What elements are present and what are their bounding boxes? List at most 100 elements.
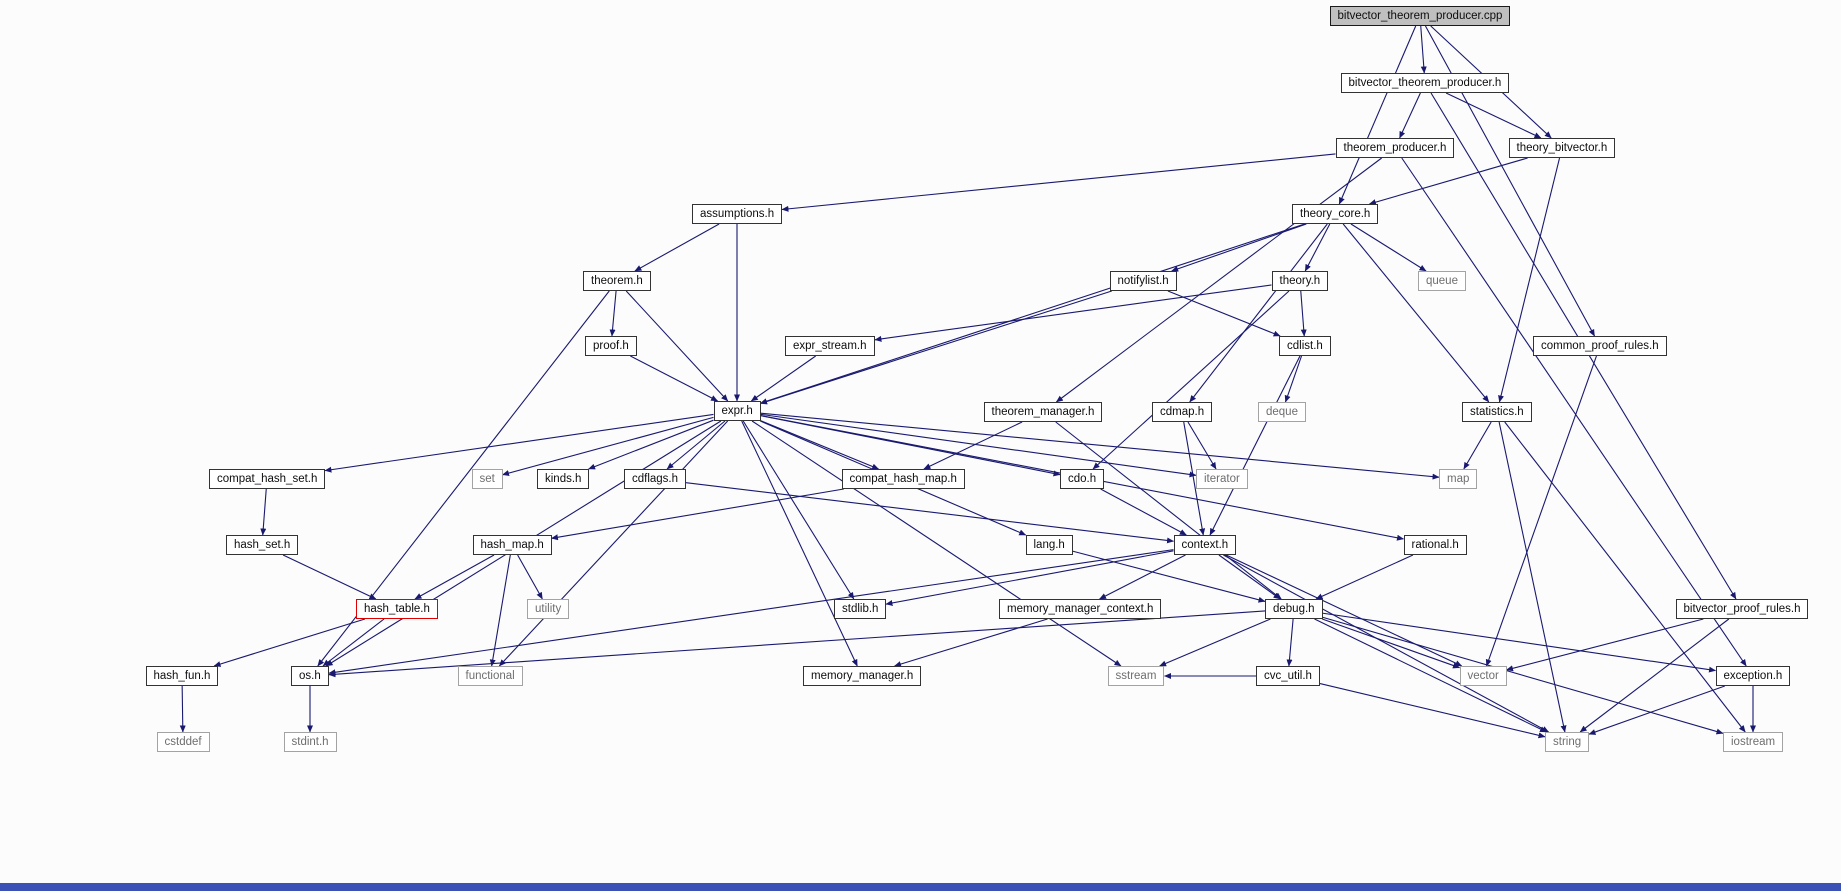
graph-node-utility: utility	[527, 599, 570, 619]
include-edge-dbg-vec	[1322, 618, 1460, 669]
include-edge-expr-map	[760, 412, 1440, 480]
include-edge-cdl-ctx	[1209, 355, 1301, 536]
include-edge-thy-cdl	[1300, 290, 1307, 337]
include-edge-chs-hse	[260, 488, 267, 536]
include-edge-ctx-os	[328, 549, 1174, 676]
graph-node-compat-hash-set-h[interactable]: compat_hash_set.h	[209, 469, 326, 489]
include-edge-expr-chm	[760, 420, 880, 470]
graph-node-cdflags-h[interactable]: cdflags.h	[624, 469, 687, 489]
include-edge-thy-cdo	[1092, 290, 1290, 470]
include-edge-chm-hma	[551, 488, 844, 541]
include-edge-tco-nfl	[1171, 223, 1307, 272]
include-edge-cdl-deque	[1284, 355, 1303, 403]
graph-node-cdmap-h[interactable]: cdmap.h	[1152, 402, 1213, 422]
include-edge-exs-expr	[750, 355, 817, 402]
include-edge-tbv-tco	[1368, 157, 1528, 206]
include-edge-cdo-ctx	[1100, 488, 1187, 536]
graph-node-kinds-h[interactable]: kinds.h	[537, 469, 590, 489]
include-edge-cvc-str	[1319, 683, 1546, 739]
include-edge-dbg-cvc	[1286, 618, 1294, 667]
include-edge-tp-exc	[1401, 157, 1747, 667]
graph-node-cdo-h[interactable]: cdo.h	[1060, 469, 1105, 489]
include-edge-dbg-os	[328, 610, 1266, 678]
include-edge-tp-tmg	[1055, 157, 1382, 403]
include-edge-tco-sta	[1342, 223, 1490, 403]
graph-node-cstddef: cstddef	[156, 732, 210, 752]
graph-node-bitvector-theorem-producer-h[interactable]: bitvector_theorem_producer.h	[1340, 73, 1510, 93]
include-edge-hma-hta	[414, 554, 495, 600]
graph-node-rational-h[interactable]: rational.h	[1403, 535, 1467, 555]
include-edge-tmg-chm	[923, 421, 1023, 470]
graph-node-hash-set-h[interactable]: hash_set.h	[226, 535, 299, 555]
include-edge-cdm-ctx	[1183, 421, 1206, 536]
graph-node-hash-map-h[interactable]: hash_map.h	[472, 535, 552, 555]
graph-node-assumptions-h[interactable]: assumptions.h	[692, 204, 783, 224]
graph-node-lang-h[interactable]: lang.h	[1025, 535, 1073, 555]
graph-node-theory-core-h[interactable]: theory_core.h	[1292, 204, 1379, 224]
include-edge-expr-stl	[742, 420, 855, 600]
graph-node-sstream: sstream	[1107, 666, 1165, 686]
graph-node-functional: functional	[457, 666, 523, 686]
graph-node-cvc-util-h[interactable]: cvc_util.h	[1256, 666, 1320, 686]
graph-node-cdlist-h[interactable]: cdlist.h	[1279, 336, 1331, 356]
graph-node-context-h[interactable]: context.h	[1173, 535, 1237, 555]
graph-node-string: string	[1545, 732, 1590, 752]
graph-node-theory-h[interactable]: theory.h	[1271, 271, 1329, 291]
include-edge-dbg-ios	[1322, 616, 1724, 735]
graph-node-notifylist-h[interactable]: notifylist.h	[1109, 271, 1177, 291]
graph-node-theorem-h[interactable]: theorem.h	[583, 271, 651, 291]
include-edge-cdf-ctx	[685, 482, 1174, 544]
graph-node-theory-bitvector-h[interactable]: theory_bitvector.h	[1508, 138, 1616, 158]
include-edge-ctx-dbg	[1218, 554, 1281, 600]
include-edge-expr-mem	[741, 420, 858, 667]
graph-node-exception-h[interactable]: exception.h	[1715, 666, 1791, 686]
include-edge-bvh-tp	[1399, 92, 1421, 139]
graph-node-bitvector-proof-rules-h[interactable]: bitvector_proof_rules.h	[1675, 599, 1809, 619]
include-edge-tp-asm	[781, 153, 1336, 212]
include-edge-expr-cdf	[666, 420, 726, 470]
include-edge-mmc-mem	[894, 618, 1048, 667]
graph-node-hash-fun-h[interactable]: hash_fun.h	[145, 666, 219, 686]
include-edge-hse-hta	[282, 554, 377, 600]
include-edge-bpr-str	[1579, 618, 1730, 733]
include-edge-dbg-sst	[1159, 618, 1271, 667]
include-edge-hta-hfu	[213, 618, 366, 667]
graph-node-compat-hash-map-h[interactable]: compat_hash_map.h	[841, 469, 965, 489]
graph-node-stdlib-h[interactable]: stdlib.h	[834, 599, 887, 619]
graph-node-theorem-producer-h[interactable]: theorem_producer.h	[1335, 138, 1455, 158]
graph-node-statistics-h[interactable]: statistics.h	[1462, 402, 1532, 422]
include-edge-cpp-bvh	[1420, 25, 1427, 74]
include-edge-thy-exs	[874, 284, 1272, 342]
include-edge-asm-thm	[634, 223, 720, 272]
graph-node-theorem-manager-h[interactable]: theorem_manager.h	[983, 402, 1103, 422]
graph-node-proof-h[interactable]: proof.h	[585, 336, 637, 356]
graph-node-memory-manager-context-h[interactable]: memory_manager_context.h	[999, 599, 1162, 619]
graph-node-common-proof-rules-h[interactable]: common_proof_rules.h	[1533, 336, 1667, 356]
graph-node-expr-h[interactable]: expr.h	[713, 401, 761, 421]
graph-node-bitvector-theorem-producer-cpp[interactable]: bitvector_theorem_producer.cpp	[1329, 6, 1511, 26]
bottom-scrollbar[interactable]	[0, 883, 1841, 891]
include-edge-ctx-mmc	[1099, 554, 1186, 600]
graph-node-vector: vector	[1459, 666, 1507, 686]
include-edge-cpp-tco	[1338, 25, 1417, 205]
graph-node-hash-table-h[interactable]: hash_table.h	[356, 599, 438, 619]
include-edge-sta-ios	[1504, 421, 1746, 733]
include-edge-tco-cdm	[1189, 223, 1328, 403]
include-edge-hma-uti	[517, 554, 543, 600]
graph-node-memory-manager-h[interactable]: memory_manager.h	[803, 666, 922, 686]
include-edge-expr-chs	[324, 413, 714, 473]
include-edge-exc-str	[1588, 685, 1726, 735]
graph-node-iterator: iterator	[1196, 469, 1248, 489]
include-edge-tco-thy	[1304, 223, 1331, 272]
include-edge-dbg-exc	[1322, 612, 1716, 673]
graph-node-expr-stream-h[interactable]: expr_stream.h	[785, 336, 875, 356]
graph-node-debug-h[interactable]: debug.h	[1265, 599, 1323, 619]
include-edge-cdm-it	[1187, 421, 1217, 470]
include-edge-bpr-vec	[1506, 618, 1704, 672]
edges-group	[179, 25, 1756, 739]
include-edge-sta-str	[1498, 421, 1567, 733]
graph-node-os-h[interactable]: os.h	[291, 666, 329, 686]
include-edge-hma-fun	[489, 554, 511, 667]
